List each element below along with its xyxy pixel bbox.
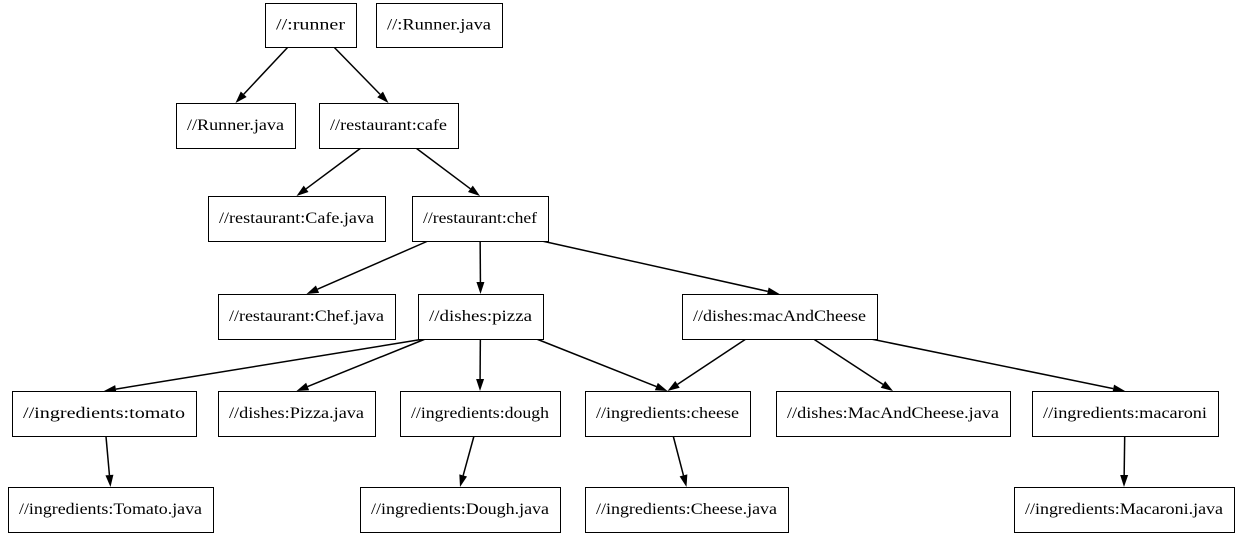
graph-node-box[interactable] [584,390,752,438]
graph-edge [415,147,471,190]
graph-edge [870,338,1114,390]
graph-edge [305,147,362,190]
graph-node-label: //dishes:macAndCheese [693,308,866,325]
graph-node-box[interactable] [417,293,545,341]
graph-edge-arrowhead [306,285,320,294]
graph-node-label: //:runner [276,17,346,34]
graph-node-restaurant_chef[interactable]: //restaurant:chef [411,195,550,243]
graph-edge-arrowhead [459,474,468,487]
graph-edge-arrowhead [1112,384,1125,393]
graph-edge [536,338,657,388]
graph-edge [677,338,747,385]
graph-edge-arrowhead [654,382,668,391]
graph-edge-arrowhead [880,381,893,391]
graph-node-label: //ingredients:tomato [23,405,185,422]
graph-node-ingredients_macaroni_java[interactable]: //ingredients:Macaroni.java [1013,486,1236,534]
graph-node-label: //ingredients:Cheese.java [596,501,777,518]
graph-edge [462,435,475,476]
graph-edge [541,240,768,293]
graph-edge-arrowhead [1120,474,1129,487]
graph-node-label: //restaurant:Chef.java [229,308,384,325]
graph-edge-arrowhead [679,474,688,487]
graph-node-box[interactable] [175,102,297,150]
graph-edge-arrowhead [476,378,485,391]
graph-node-box[interactable] [207,195,387,243]
graph-node-box[interactable] [775,390,1012,438]
graph-node-label: //ingredients:macaroni [1043,405,1208,422]
graph-edge [317,240,429,290]
graph-node-runner[interactable]: //:runner [264,2,358,49]
graph-edge-arrowhead [105,474,114,487]
graph-node-ingredients_cheese_java[interactable]: //ingredients:Cheese.java [584,486,790,534]
graph-edge-arrowhead [468,185,480,196]
graph-edge-arrowhead [377,91,389,103]
graph-edge-arrowhead [476,281,485,294]
graph-edge-arrowhead [296,382,310,391]
graph-node-box[interactable] [217,293,397,341]
graph-node-box[interactable] [264,2,358,49]
graph-node-ingredients_dough[interactable]: //ingredients:dough [399,390,562,438]
graph-node-label: //:Runner.java [387,17,491,34]
graph-node-dishes_macandcheese_java[interactable]: //dishes:MacAndCheese.java [775,390,1012,438]
graph-edge [105,435,111,476]
graph-node-restaurant_chef_java[interactable]: //restaurant:Chef.java [217,293,397,341]
graph-node-box[interactable] [318,102,460,150]
graph-node-box[interactable] [7,486,215,534]
graph-node-dishes_pizza_java[interactable]: //dishes:Pizza.java [217,390,377,438]
graph-node-dishes_pizza[interactable]: //dishes:pizza [417,293,545,341]
graph-edge-arrowhead [667,381,680,391]
graph-node-box[interactable] [11,390,198,438]
graph-node-runner_java[interactable]: //Runner.java [175,102,297,150]
graph-node-label: //dishes:MacAndCheese.java [787,405,999,422]
graph-edge-arrowhead [766,287,780,296]
graph-node-label: //dishes:pizza [429,308,532,325]
graph-node-box[interactable] [217,390,377,438]
graph-node-label: //restaurant:Cafe.java [219,210,374,227]
graph-node-label: //Runner.java [187,117,284,134]
nodes-layer: //:runner //:Runner.java //Runner.java //re… [7,2,1236,534]
graph-node-label: //restaurant:cafe [330,117,447,134]
graph-edge-arrowhead [296,185,309,196]
graph-edge [307,338,426,388]
graph-node-label: //ingredients:cheese [596,405,739,422]
graph-node-box[interactable] [359,486,562,534]
graph-node-ingredients_macaroni[interactable]: //ingredients:macaroni [1031,390,1220,438]
graph-node-root_runner_java[interactable]: //:Runner.java [375,2,504,49]
graph-node-restaurant_cafe[interactable]: //restaurant:cafe [318,102,460,150]
graph-node-label: //ingredients:Dough.java [371,501,549,518]
graph-node-box[interactable] [681,293,879,341]
graph-edge-arrowhead [235,91,247,103]
graph-node-label: //restaurant:chef [423,210,538,227]
graph-node-box[interactable] [1031,390,1220,438]
graph-node-box[interactable] [1013,486,1236,534]
graph-edge [1123,435,1126,476]
graph-node-box[interactable] [584,486,790,534]
graph-node-box[interactable] [375,2,504,49]
graph-edge [115,338,425,390]
graph-node-box[interactable] [411,195,550,243]
graph-node-ingredients_dough_java[interactable]: //ingredients:Dough.java [359,486,562,534]
graph-node-ingredients_tomato_java[interactable]: //ingredients:Tomato.java [7,486,215,534]
graph-node-dishes_macandcheese[interactable]: //dishes:macAndCheese [681,293,879,341]
graph-edge [813,338,884,386]
graph-node-box[interactable] [399,390,562,438]
graph-edge [333,46,381,95]
graph-edge [672,435,685,476]
graph-node-label: //ingredients:Tomato.java [19,501,202,518]
graph-edge [243,46,289,95]
edges-layer [104,46,1129,487]
graph-node-label: //ingredients:Macaroni.java [1025,501,1223,518]
graph-node-restaurant_cafe_java[interactable]: //restaurant:Cafe.java [207,195,387,243]
graph-node-label: //dishes:Pizza.java [229,405,364,422]
graph-node-label: //ingredients:dough [411,405,549,422]
graph-node-ingredients_tomato[interactable]: //ingredients:tomato [11,390,198,438]
graph-node-ingredients_cheese[interactable]: //ingredients:cheese [584,390,752,438]
